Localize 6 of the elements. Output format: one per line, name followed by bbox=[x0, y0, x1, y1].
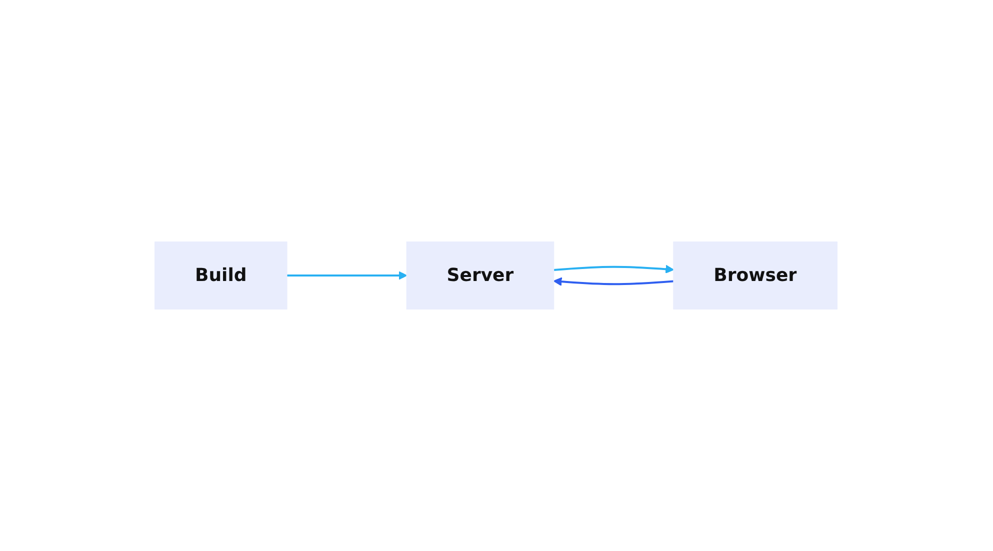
arrow bbox=[287, 271, 408, 280]
node-box: Build bbox=[154, 242, 288, 310]
node-box: Browser bbox=[674, 242, 838, 310]
node-box: Server bbox=[406, 242, 555, 310]
arrow bbox=[554, 264, 675, 274]
arrow bbox=[554, 277, 674, 286]
